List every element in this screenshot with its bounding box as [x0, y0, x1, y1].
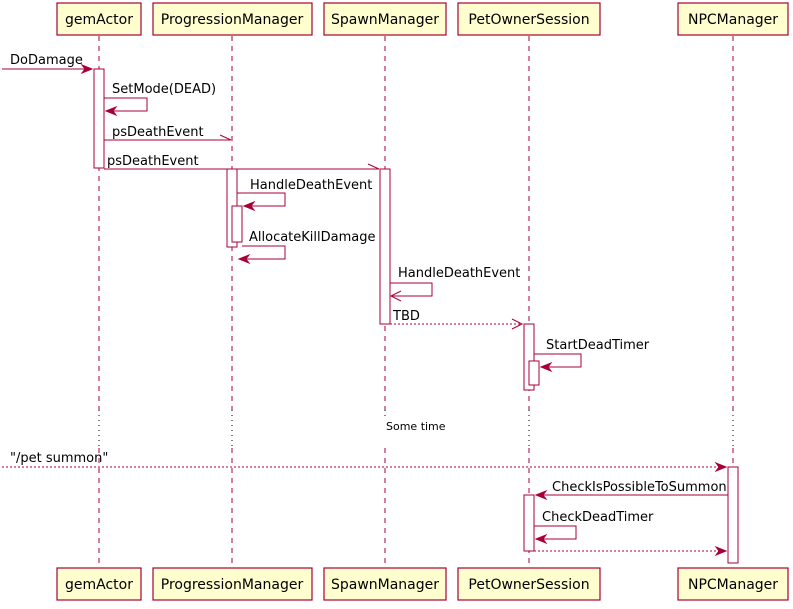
- delay-label: Some time: [386, 420, 446, 433]
- activation-gemactor: [93, 68, 105, 169]
- svg-text:PetOwnerSession: PetOwnerSession: [468, 577, 589, 593]
- activation-petownersession: [523, 323, 535, 391]
- svg-text:"/pet summon": "/pet summon": [10, 451, 108, 466]
- svg-text:ProgressionManager: ProgressionManager: [161, 577, 304, 593]
- activation-npcmanager: [727, 466, 739, 564]
- svg-text:HandleDeathEvent: HandleDeathEvent: [398, 266, 520, 281]
- svg-text:HandleDeathEvent: HandleDeathEvent: [250, 178, 372, 193]
- participant-progressionmanager-bottom: ProgressionManager: [152, 567, 313, 601]
- svg-text:SpawnManager: SpawnManager: [331, 577, 439, 593]
- message-psdeathevent-spawn: psDeathEvent: [104, 154, 380, 170]
- svg-text:ProgressionManager: ProgressionManager: [161, 12, 304, 28]
- participant-petownersession-top: PetOwnerSession: [457, 2, 601, 36]
- message-checkispossibletosummon: CheckIsPossibleToSummon: [534, 480, 728, 501]
- participant-gemactor-top: gemActor: [56, 2, 142, 36]
- message-dodamage: DoDamage: [2, 53, 94, 75]
- activation-petownersession-nested: [528, 360, 540, 386]
- message-startdeadtimer: StartDeadTimer: [534, 338, 650, 373]
- svg-text:StartDeadTimer: StartDeadTimer: [546, 338, 650, 353]
- svg-text:gemActor: gemActor: [65, 577, 133, 593]
- participant-npcmanager-top: NPCManager: [677, 2, 789, 36]
- svg-text:psDeathEvent: psDeathEvent: [112, 125, 204, 140]
- activation-spawnmanager: [379, 168, 391, 325]
- svg-text:DoDamage: DoDamage: [10, 53, 83, 68]
- participant-npcmanager-bottom: NPCManager: [677, 567, 789, 601]
- message-checkdeadtimer: CheckDeadTimer: [534, 510, 654, 545]
- message-psdeathevent-progression: psDeathEvent: [104, 125, 232, 141]
- svg-text:NPCManager: NPCManager: [688, 577, 778, 593]
- svg-text:CheckDeadTimer: CheckDeadTimer: [542, 510, 654, 525]
- participant-gemactor-bottom: gemActor: [56, 567, 142, 601]
- svg-text:SpawnManager: SpawnManager: [331, 12, 439, 28]
- message-setmode: SetMode(DEAD): [104, 82, 216, 117]
- svg-text:psDeathEvent: psDeathEvent: [107, 154, 199, 169]
- delay-dots: [98, 410, 734, 446]
- participant-petownersession-bottom: PetOwnerSession: [457, 567, 601, 601]
- message-pet-summon: "/pet summon": [2, 451, 728, 473]
- message-return-npcmanager: [534, 545, 728, 557]
- activation-petownersession-second: [523, 494, 535, 552]
- participant-progressionmanager-top: ProgressionManager: [152, 2, 313, 36]
- svg-text:CheckIsPossibleToSummon: CheckIsPossibleToSummon: [552, 480, 727, 495]
- participant-spawnmanager-bottom: SpawnManager: [323, 567, 447, 601]
- message-handledeathevent-progression: HandleDeathEvent: [237, 178, 372, 212]
- activation-progressionmanager-nested: [231, 205, 243, 243]
- svg-text:SetMode(DEAD): SetMode(DEAD): [112, 82, 216, 97]
- svg-text:gemActor: gemActor: [65, 12, 133, 28]
- svg-text:NPCManager: NPCManager: [688, 12, 778, 28]
- svg-text:AllocateKillDamage: AllocateKillDamage: [249, 230, 376, 245]
- svg-text:PetOwnerSession: PetOwnerSession: [468, 12, 589, 28]
- participant-spawnmanager-top: SpawnManager: [323, 2, 447, 36]
- message-handledeathevent-spawn: HandleDeathEvent: [389, 266, 520, 302]
- message-tbd: TBD: [390, 309, 524, 330]
- svg-text:TBD: TBD: [392, 309, 420, 324]
- message-allocatekilldamage: AllocateKillDamage: [237, 230, 376, 265]
